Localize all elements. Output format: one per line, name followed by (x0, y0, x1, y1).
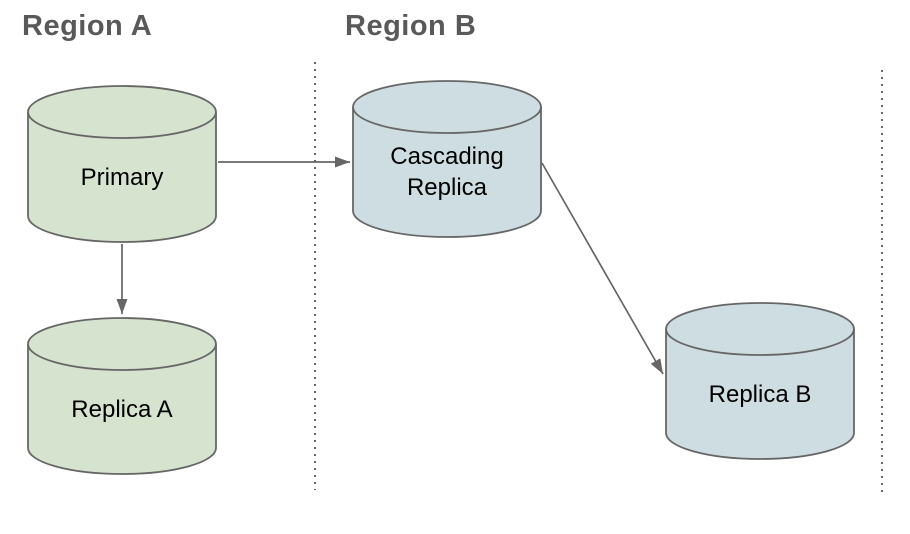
node-primary-label: Primary (80, 163, 164, 191)
node-cascading-replica: Cascading Replica (352, 80, 542, 238)
node-cascading-replica-label: Cascading Replica (390, 143, 504, 201)
region-divider-left (314, 62, 316, 490)
database-cylinder-icon (665, 302, 855, 460)
region-a-label: Region A (22, 10, 153, 42)
node-replica-b-label: Replica B (708, 380, 812, 408)
region-b-label: Region B (345, 10, 477, 42)
region-divider-right (881, 70, 883, 497)
node-replica-b: Replica B (665, 302, 855, 460)
node-primary: Primary (27, 85, 217, 243)
database-cylinder-icon (27, 317, 217, 475)
node-replica-a: Replica A (27, 317, 217, 475)
database-cylinder-icon (352, 80, 542, 238)
edge-cascading-replica-to-replica-b (541, 162, 664, 375)
node-replica-a-label: Replica A (71, 395, 173, 423)
database-cylinder-icon (27, 85, 217, 243)
